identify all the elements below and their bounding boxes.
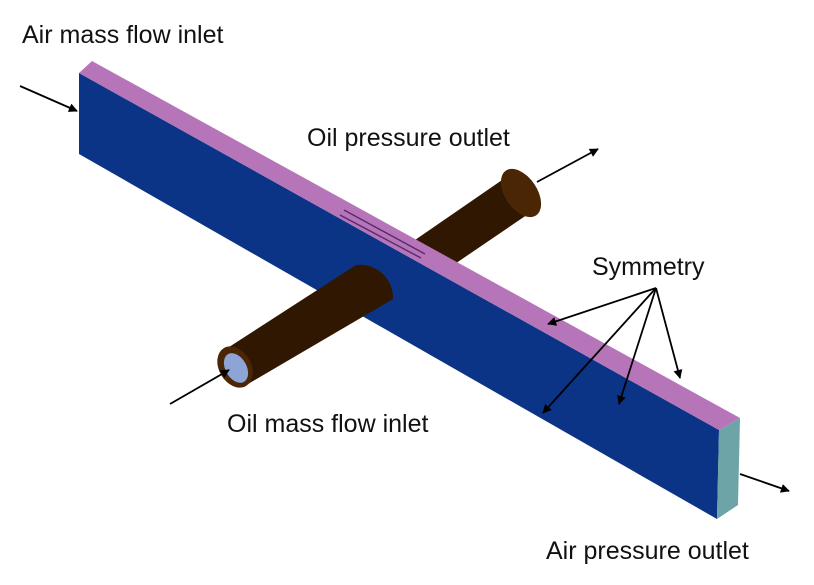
oil-outlet-label: Oil pressure outlet bbox=[307, 124, 510, 152]
air-outlet-arrow bbox=[739, 473, 790, 493]
oil-slot-line bbox=[343, 209, 426, 255]
symmetry-arrow bbox=[547, 287, 657, 326]
oil-inlet-label: Oil mass flow inlet bbox=[227, 410, 428, 438]
symmetry-arrow bbox=[617, 287, 657, 405]
oil-pipe-inlet-segment bbox=[217, 264, 394, 388]
symmetry-label: Symmetry bbox=[592, 253, 705, 281]
air-inlet-label: Air mass flow inlet bbox=[22, 21, 223, 49]
air-inlet-arrow bbox=[19, 85, 78, 112]
channel-front-face bbox=[79, 73, 719, 519]
air-outlet-label: Air pressure outlet bbox=[546, 537, 749, 565]
oil-outlet-arrow bbox=[536, 148, 599, 183]
oil-inlet-arrow bbox=[169, 369, 230, 405]
oil-slot-line bbox=[339, 214, 422, 259]
flow-arrows bbox=[19, 85, 790, 493]
oil-pipe-outlet-segment bbox=[415, 168, 542, 270]
symmetry-arrow bbox=[655, 287, 683, 379]
air-channel bbox=[79, 61, 740, 519]
symmetry-arrow bbox=[542, 287, 657, 414]
channel-end-face bbox=[717, 418, 740, 519]
